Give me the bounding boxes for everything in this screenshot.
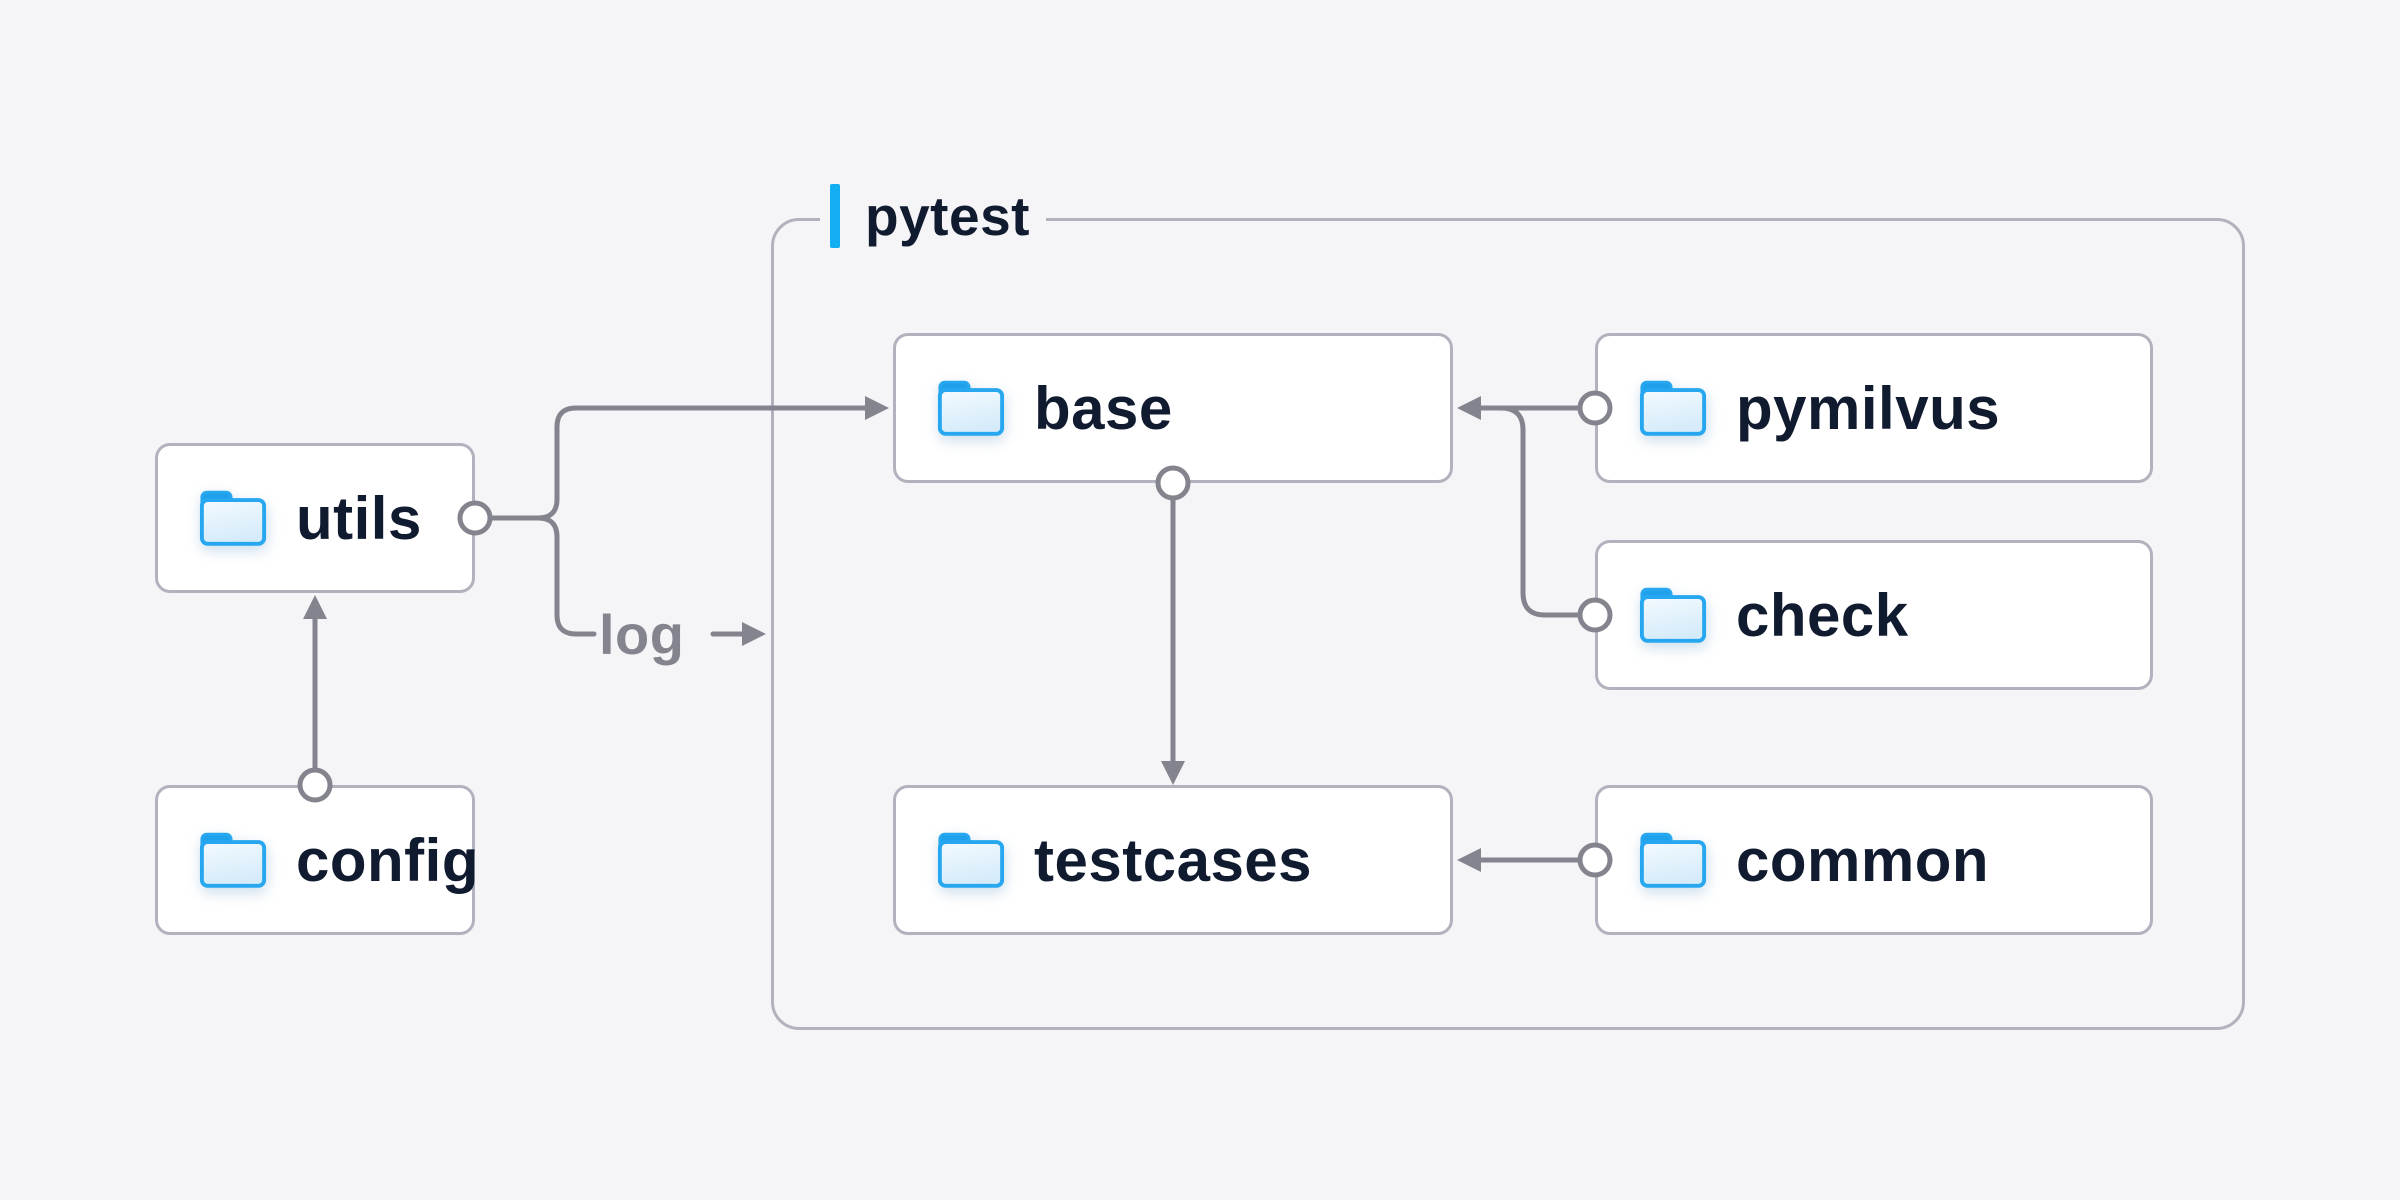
node-label: check xyxy=(1736,581,1909,649)
node-label: base xyxy=(1034,374,1173,442)
node-testcases: testcases xyxy=(893,785,1453,935)
folder-icon xyxy=(199,490,267,546)
node-label: utils xyxy=(296,484,422,552)
node-label: common xyxy=(1736,826,1990,894)
node-common: common xyxy=(1595,785,2153,935)
node-utils: utils xyxy=(155,443,475,593)
arrowhead-log-into-group xyxy=(742,622,766,646)
folder-icon xyxy=(1639,587,1707,643)
node-pymilvus: pymilvus xyxy=(1595,333,2153,483)
pytest-group xyxy=(771,218,2245,1030)
node-label: pymilvus xyxy=(1736,374,2001,442)
pytest-group-title: pytest xyxy=(865,185,1030,247)
folder-icon xyxy=(1639,380,1707,436)
node-config: config xyxy=(155,785,478,935)
folder-icon xyxy=(937,380,1005,436)
node-label: testcases xyxy=(1034,826,1313,894)
folder-icon xyxy=(937,832,1005,888)
accent-bar xyxy=(830,184,840,248)
folder-icon xyxy=(1639,832,1707,888)
arrowhead-into-utils-bottom xyxy=(303,595,327,619)
node-check: check xyxy=(1595,540,2153,690)
edge-label-log: log xyxy=(599,603,685,666)
folder-icon xyxy=(199,832,267,888)
edge-utils-log xyxy=(535,515,597,637)
node-base: base xyxy=(893,333,1453,483)
pytest-group-label: pytest xyxy=(820,183,1046,249)
node-label: config xyxy=(296,826,479,894)
